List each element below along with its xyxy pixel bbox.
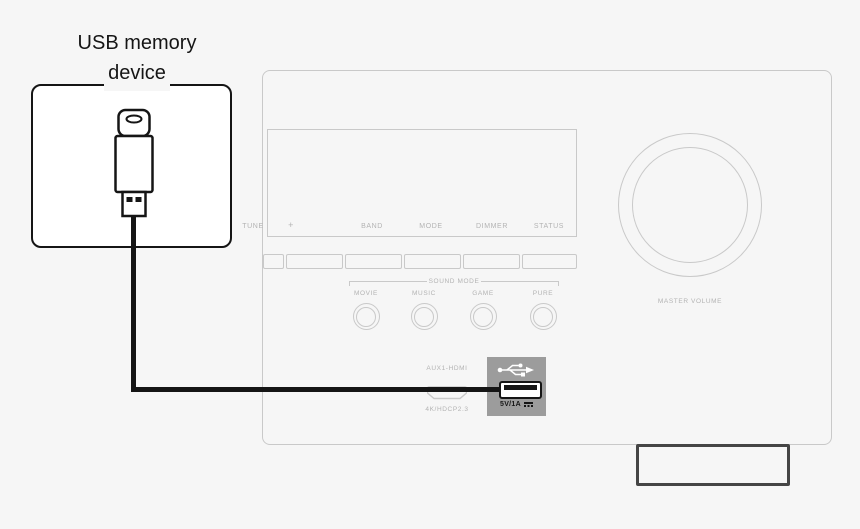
sound-mode-line-left bbox=[349, 281, 427, 283]
knob-label-movie: MOVIE bbox=[354, 290, 378, 297]
usb-port-tongue bbox=[504, 385, 537, 390]
sound-mode-title: SOUND MODE bbox=[428, 278, 480, 285]
usb-power-label: 5V/1A bbox=[500, 401, 521, 408]
panel-button bbox=[263, 254, 284, 269]
knob-movie bbox=[352, 303, 380, 330]
knob-movie-inner bbox=[356, 306, 376, 327]
receiver-outline bbox=[262, 70, 832, 445]
panel-label-tune-plus: + bbox=[288, 220, 294, 230]
knob-pure bbox=[529, 303, 557, 330]
aux-hdmi-label: AUX1-HDMI bbox=[426, 365, 468, 372]
panel-button bbox=[404, 254, 461, 269]
knob-label-music: MUSIC bbox=[412, 290, 436, 297]
receiver-display-panel bbox=[267, 129, 577, 237]
knob-game bbox=[469, 303, 497, 330]
usb-flash-drive-icon bbox=[114, 108, 154, 218]
panel-label-status: STATUS bbox=[533, 223, 565, 230]
callout-label-line1: USB memory bbox=[73, 31, 201, 61]
sound-mode-line-right bbox=[481, 281, 559, 283]
panel-button bbox=[522, 254, 577, 269]
panel-label-dimmer: DIMMER bbox=[476, 223, 508, 230]
master-volume-knob bbox=[618, 133, 762, 277]
knob-pure-inner bbox=[533, 306, 553, 327]
usb-power-rating: 5V/1A bbox=[489, 401, 544, 408]
callout-label-line2: device bbox=[104, 61, 170, 91]
master-volume-knob-inner bbox=[632, 147, 748, 263]
panel-button bbox=[286, 254, 343, 269]
knob-game-inner bbox=[473, 306, 493, 327]
panel-button bbox=[345, 254, 402, 269]
sound-mode-tick-left bbox=[349, 281, 351, 286]
knob-label-pure: PURE bbox=[532, 290, 554, 297]
knob-music bbox=[410, 303, 438, 330]
sound-mode-tick-right bbox=[557, 281, 559, 286]
usb-port-socket bbox=[499, 381, 542, 399]
dc-symbol-icon bbox=[523, 401, 533, 408]
usb-cable-vertical bbox=[131, 216, 136, 392]
hdcp-label: 4K/HDCP2.3 bbox=[425, 406, 469, 413]
panel-button bbox=[463, 254, 520, 269]
usb-cable-horizontal bbox=[131, 387, 502, 392]
panel-label-band: BAND bbox=[361, 223, 383, 230]
master-volume-label: MASTER VOLUME bbox=[657, 298, 723, 305]
knob-label-game: GAME bbox=[472, 290, 494, 297]
panel-label-tune: TUNE bbox=[242, 223, 264, 230]
usb-device-callout-label: USB memory device bbox=[27, 31, 247, 91]
receiver-foot bbox=[636, 444, 790, 486]
panel-label-mode: MODE bbox=[419, 223, 443, 230]
knob-music-inner bbox=[414, 306, 434, 327]
usb-trident-icon bbox=[497, 363, 534, 377]
